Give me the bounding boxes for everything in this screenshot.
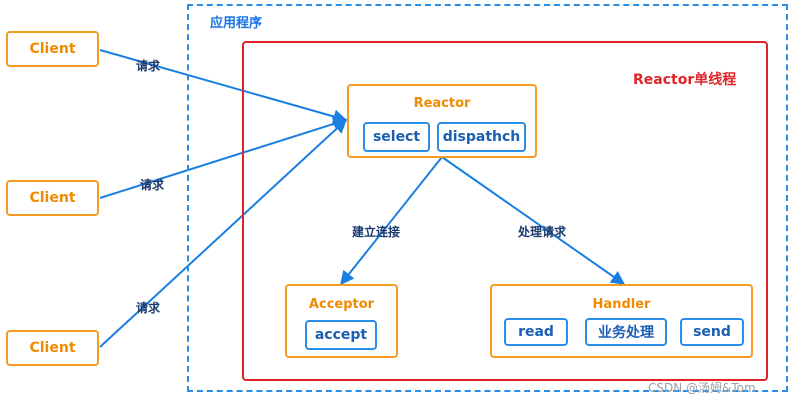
send-box: send bbox=[680, 318, 744, 346]
reactor-thread-title: Reactor单线程 bbox=[633, 72, 737, 88]
handler-box: Handler read 业务处理 send bbox=[490, 284, 753, 358]
acceptor-title: Acceptor bbox=[308, 297, 375, 312]
request-label-2: 请求 bbox=[140, 178, 165, 192]
client-box-2: Client bbox=[6, 180, 99, 216]
handle-arrow-to-handler bbox=[441, 156, 626, 285]
request-arrow-client-3 bbox=[99, 119, 348, 348]
business-logic-box: 业务处理 bbox=[585, 318, 667, 346]
reactor-box: Reactor select dispathch bbox=[347, 84, 537, 158]
application-title: 应用程序 bbox=[210, 16, 263, 31]
client-box-1: Client bbox=[6, 31, 99, 67]
connect-label: 建立连接 bbox=[352, 225, 401, 239]
client-label: Client bbox=[29, 190, 76, 206]
request-label-3: 请求 bbox=[136, 301, 161, 315]
reactor-title: Reactor bbox=[413, 96, 471, 111]
request-arrow-client-1 bbox=[99, 49, 348, 124]
application-container bbox=[187, 4, 788, 392]
client-label: Client bbox=[29, 340, 76, 356]
request-label-1: 请求 bbox=[136, 59, 161, 73]
request-arrow-client-2 bbox=[99, 117, 348, 199]
connect-arrow-to-acceptor bbox=[340, 156, 443, 286]
accept-box: accept bbox=[305, 320, 377, 350]
watermark: CSDN @汤姆&Tom bbox=[648, 381, 756, 395]
client-label: Client bbox=[29, 41, 76, 57]
reactor-thread-container bbox=[242, 41, 768, 381]
read-box: read bbox=[504, 318, 568, 346]
select-box: select bbox=[363, 122, 430, 152]
client-box-3: Client bbox=[6, 330, 99, 366]
dispatch-box: dispathch bbox=[437, 122, 526, 152]
handle-request-label: 处理请求 bbox=[518, 225, 567, 239]
acceptor-box: Acceptor accept bbox=[285, 284, 398, 358]
handler-title: Handler bbox=[592, 297, 651, 312]
